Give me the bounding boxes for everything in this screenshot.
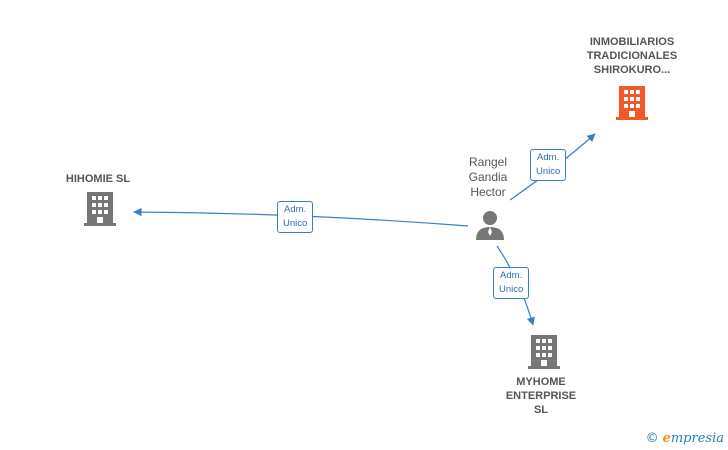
brand-initial: e [662,431,671,446]
edge-label-hihomie: Adm. Unico [277,201,314,233]
company-name-inmobiliarios[interactable]: INMOBILIARIOS TRADICIONALES SHIROKURO... [586,36,678,76]
edge-label-myhome: Adm. Unico [493,267,530,299]
edge-label-inmobiliarios: Adm. Unico [530,149,567,181]
person-name[interactable]: Rangel Gandia Hector [468,155,508,199]
copyright-symbol: © [645,431,659,446]
building-icon[interactable] [616,86,648,120]
building-icon[interactable] [84,192,116,226]
person-icon[interactable] [475,210,505,240]
company-name-hihomie[interactable]: HIHOMIE SL [65,173,131,185]
empresia-watermark: ©empresia [646,431,724,446]
building-icon[interactable] [528,335,560,369]
company-name-myhome[interactable]: MYHOME ENTERPRISE SL [505,376,577,416]
brand-name: mpresia [670,431,724,446]
